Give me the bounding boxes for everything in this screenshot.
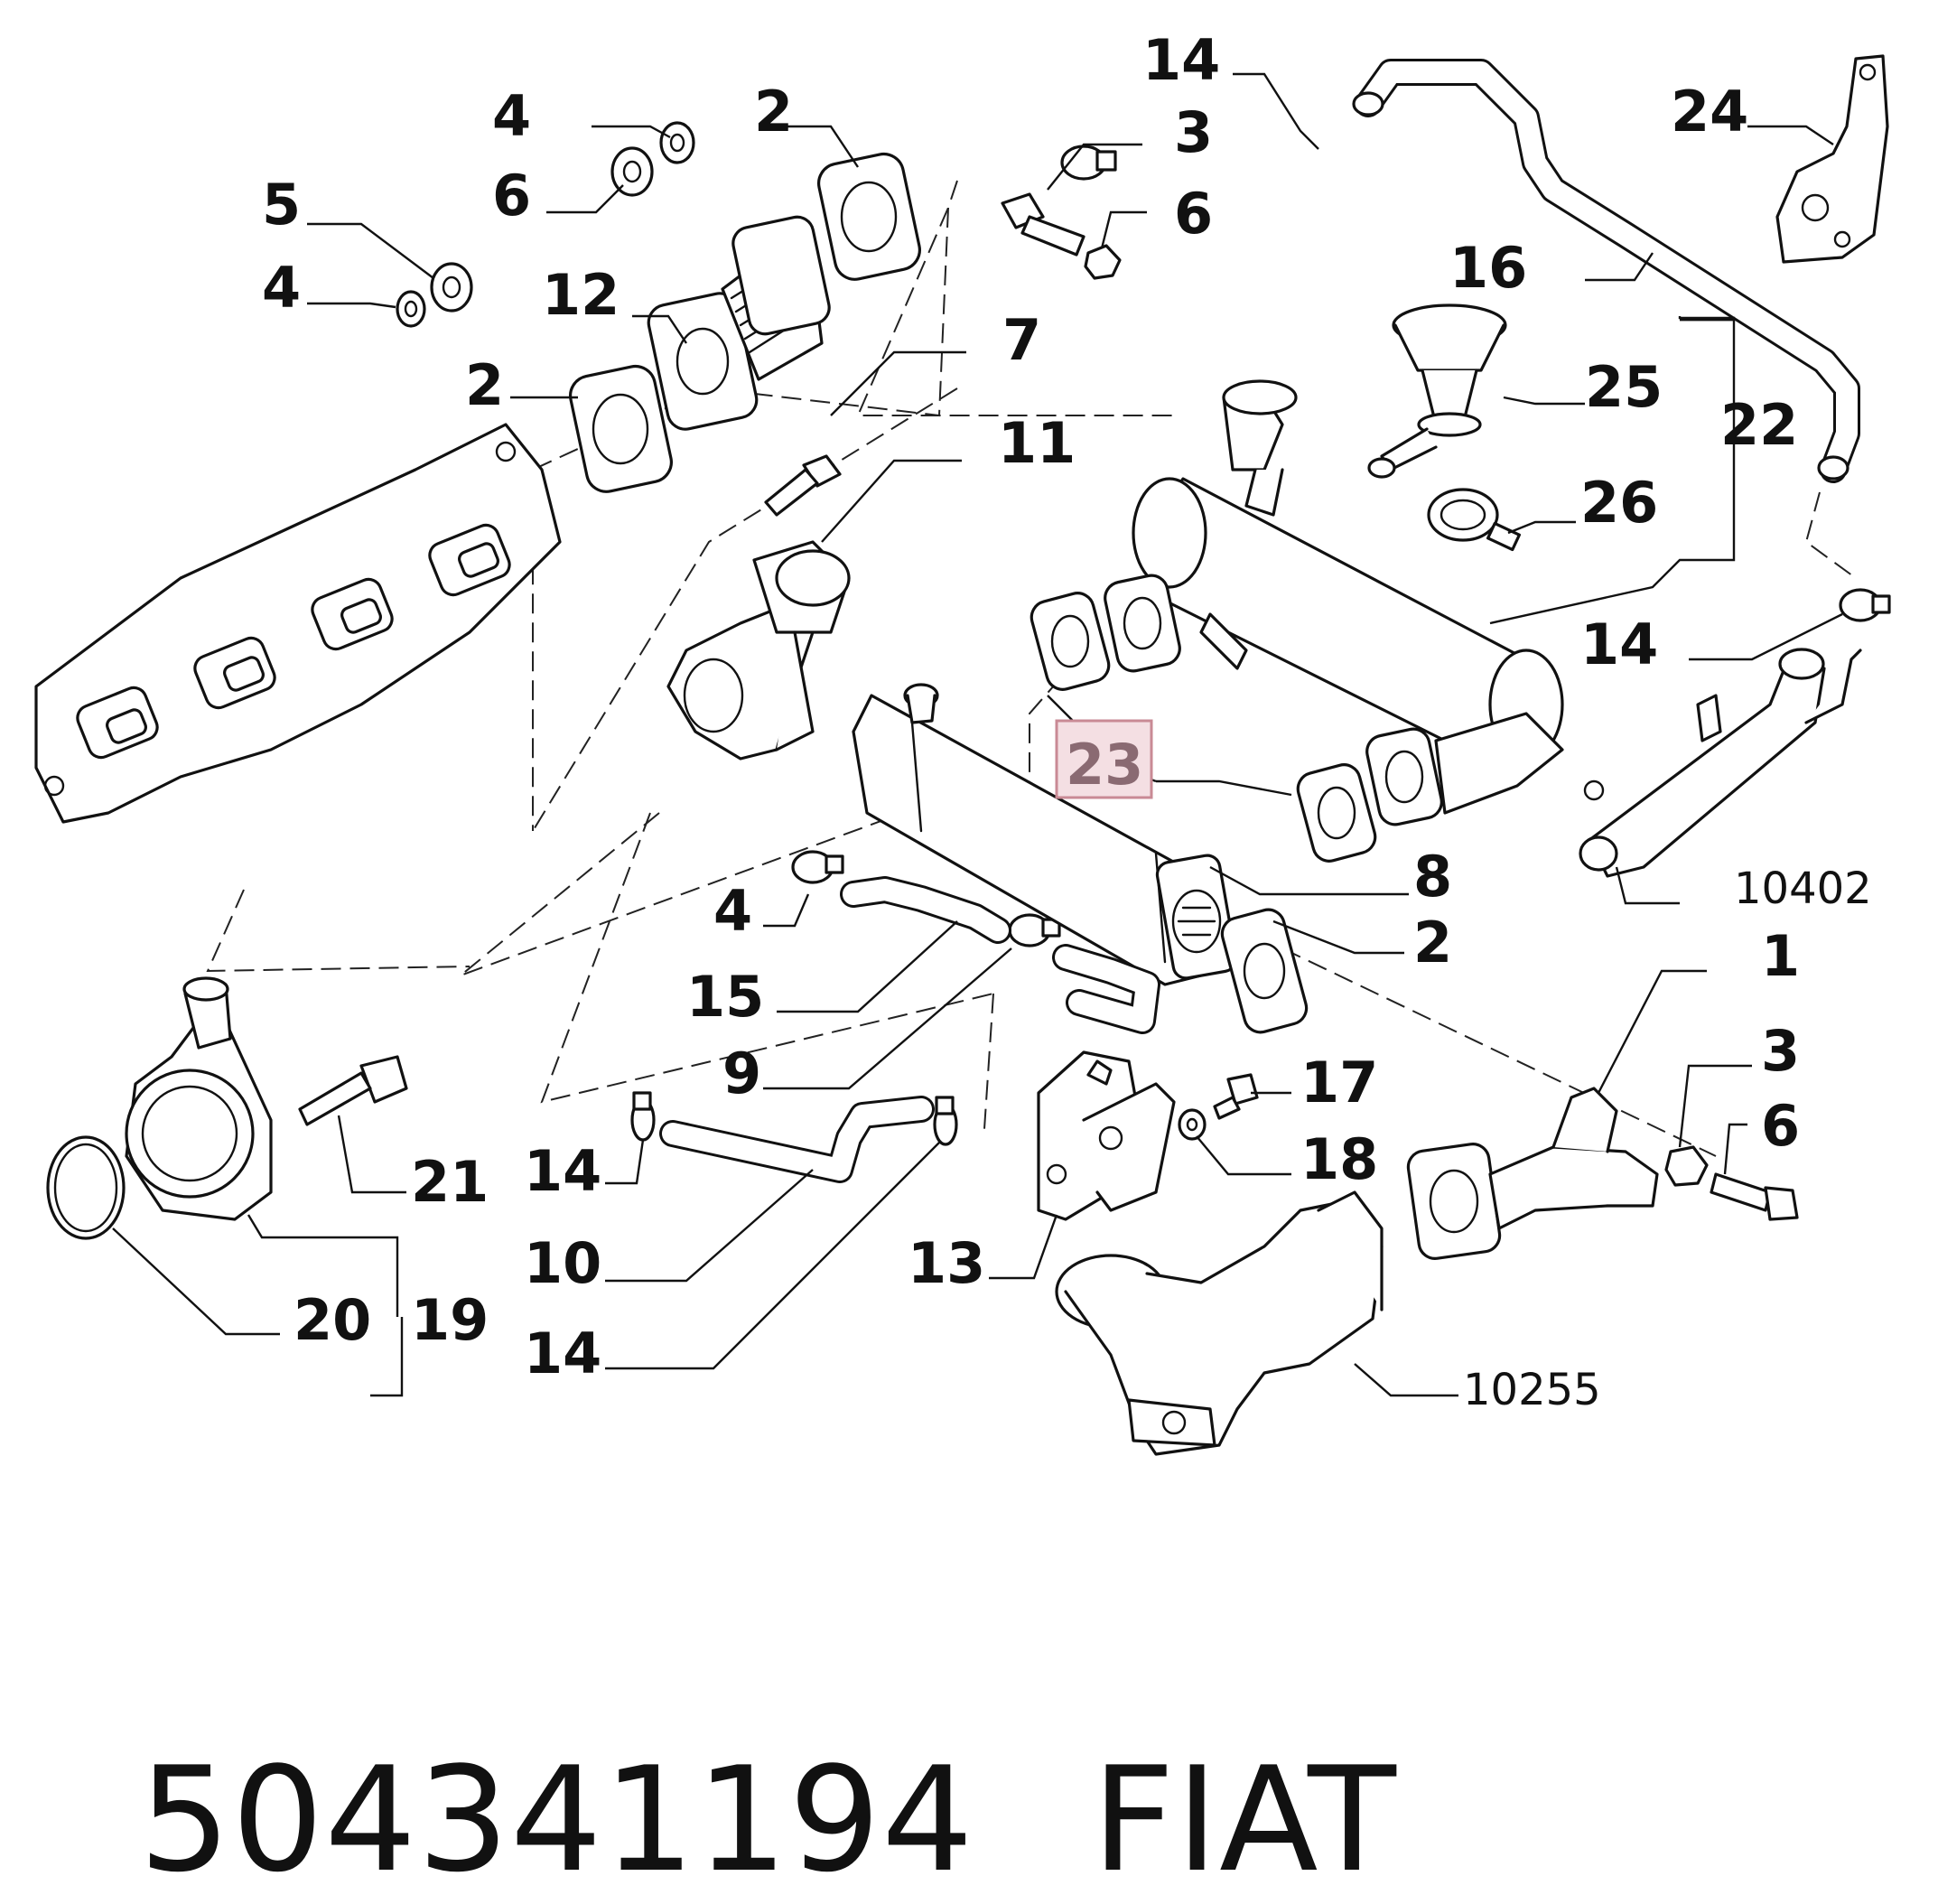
o-ring-20: [46, 1135, 126, 1240]
callout-18: 18: [1300, 1126, 1378, 1192]
nut-5: [430, 262, 473, 313]
callout-14-top: 14: [1142, 27, 1220, 93]
callout-3-b: 3: [1761, 1018, 1800, 1084]
callout-8: 8: [1413, 844, 1452, 910]
callout-21: 21: [411, 1149, 489, 1215]
gasket-23-b: [1296, 763, 1377, 863]
callout-23: 23: [1066, 732, 1143, 798]
egr-exploded-diagram: 14 3 6 4 2 6 5 4 12 2 7 11 24 16 25 22 2…: [34, 27, 1891, 1456]
washer-18: [1178, 1108, 1207, 1141]
callout-13: 13: [908, 1230, 985, 1296]
callout-6-a: 6: [492, 163, 531, 229]
part-number: 504341194: [138, 1735, 974, 1904]
bolt-21: [298, 1055, 408, 1126]
bolt-6-right: [1710, 1172, 1799, 1221]
egr-pipe-1: [1406, 1087, 1659, 1260]
bolt-17: [1213, 1073, 1259, 1120]
clamp-14-d: [933, 1096, 958, 1146]
callout-6-top: 6: [1174, 181, 1213, 247]
gasket-23-a: [1030, 592, 1111, 691]
callout-9: 9: [722, 1041, 761, 1106]
callout-12: 12: [542, 262, 620, 328]
clamp-14-right: [1839, 588, 1891, 622]
exhaust-manifold: [34, 423, 562, 824]
clamp-14-c: [630, 1091, 656, 1142]
clamp-14-top: [1060, 145, 1117, 181]
callout-5: 5: [262, 172, 301, 238]
reference-10255: 10255: [1463, 1365, 1601, 1415]
callout-14-d: 14: [524, 1321, 601, 1386]
egr-valve-25: [1367, 303, 1507, 479]
callout-22: 22: [1720, 392, 1798, 458]
washer-4-b: [396, 290, 426, 328]
callout-24: 24: [1671, 79, 1748, 145]
leader-lines: [112, 72, 1843, 1397]
hose-16: [1352, 59, 1860, 483]
hose-10: [659, 1096, 935, 1183]
callout-labels: 14 3 6 4 2 6 5 4 12 2 7 11 24 16 25 22 2…: [262, 27, 1872, 1415]
highlight-box-23: [1055, 719, 1153, 799]
gasket-2-upper: [817, 152, 921, 281]
reference-10402: 10402: [1734, 863, 1872, 914]
egr-flange-11: [666, 540, 851, 761]
egr-cooler-8: [852, 683, 1238, 986]
clamp-4-c: [791, 850, 844, 884]
bolt-7: [764, 454, 842, 517]
callout-10: 10: [524, 1230, 601, 1296]
clamp-26: [1427, 488, 1521, 552]
callout-4-b: 4: [262, 255, 301, 321]
callout-26: 26: [1580, 470, 1658, 536]
callout-7: 7: [1002, 307, 1041, 373]
callout-25: 25: [1585, 354, 1663, 420]
callout-2-b: 2: [465, 352, 504, 418]
callout-4-c: 4: [713, 878, 752, 944]
callout-2-a: 2: [754, 79, 793, 145]
callout-20: 20: [293, 1287, 371, 1353]
callout-17: 17: [1300, 1050, 1378, 1115]
callout-11: 11: [998, 410, 1076, 476]
callout-4-a: 4: [492, 83, 531, 149]
bolt-3-top: [1001, 192, 1085, 257]
callout-16: 16: [1449, 235, 1527, 301]
bracket-13: [1037, 1050, 1176, 1221]
gasket-2-lower: [569, 364, 673, 493]
nut-6-a: [610, 146, 654, 197]
callout-1: 1: [1761, 923, 1800, 989]
water-pipe-10402: [1579, 648, 1862, 878]
egr-cooler-assembly-22: [1104, 379, 1564, 826]
nut-6-top: [1084, 244, 1122, 280]
hose-9: [1052, 944, 1160, 1034]
callout-14-right: 14: [1580, 611, 1658, 677]
gasket-2-c: [1220, 908, 1309, 1034]
callout-2-c: 2: [1413, 910, 1452, 975]
callout-15: 15: [686, 964, 764, 1030]
brand-name: FIAT: [1091, 1735, 1397, 1904]
bracket-24: [1775, 54, 1889, 264]
water-outlet-19: [125, 976, 273, 1221]
hose-15: [840, 876, 1011, 944]
callout-6-b: 6: [1761, 1093, 1800, 1159]
callout-3-top: 3: [1174, 99, 1213, 165]
intake-housing-10255: [1055, 1190, 1384, 1456]
nut-3-right: [1664, 1145, 1709, 1187]
callout-14-c: 14: [524, 1138, 601, 1204]
washer-4-a: [659, 121, 695, 164]
callout-19: 19: [411, 1287, 489, 1353]
